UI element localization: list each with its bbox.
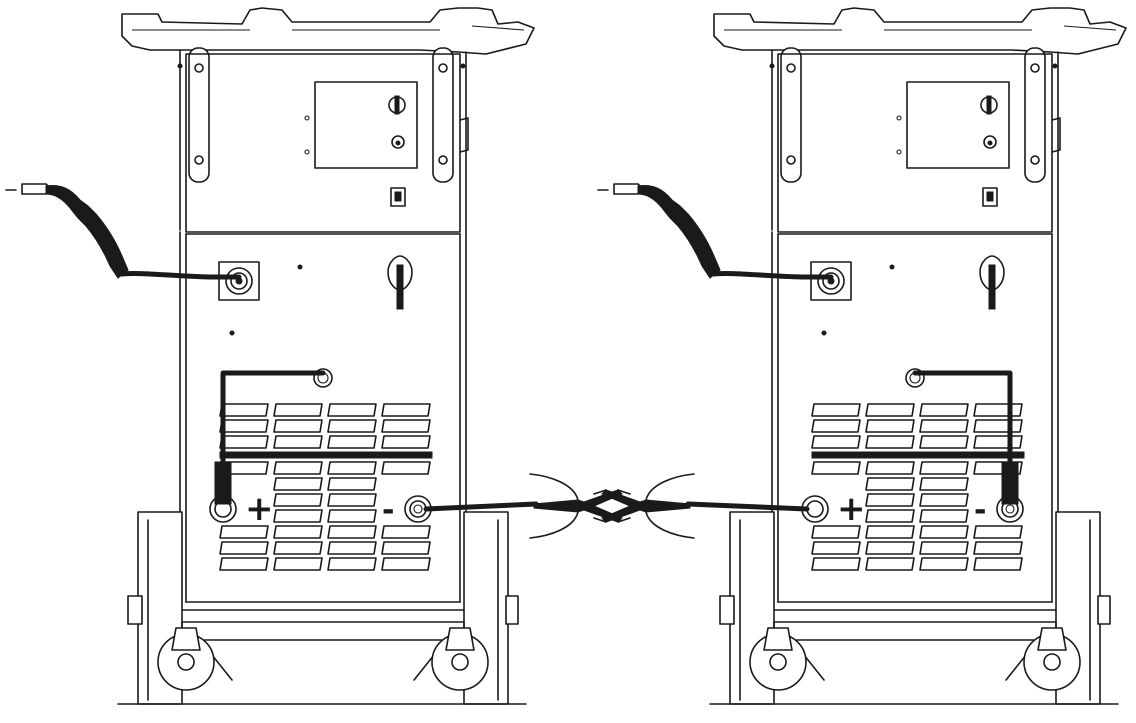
welding-torch-left [6, 184, 239, 278]
terminal-symbol: + [837, 489, 866, 529]
terminal-symbol: - [382, 493, 394, 528]
machine-view-right: + - [593, 7, 1127, 705]
work-clamp-left [529, 473, 631, 539]
terminal-symbol: + [245, 489, 274, 529]
terminal-symbol: - [974, 493, 986, 528]
work-cable-left [423, 501, 539, 512]
welding-torch-right [598, 184, 831, 278]
work-cable-right [685, 501, 810, 512]
polarity-bridge-cable-left [220, 370, 326, 469]
polarity-bridge-cable-right [912, 370, 1013, 469]
machine-view-left: + - [6, 7, 631, 705]
work-clamp-right [593, 473, 695, 539]
